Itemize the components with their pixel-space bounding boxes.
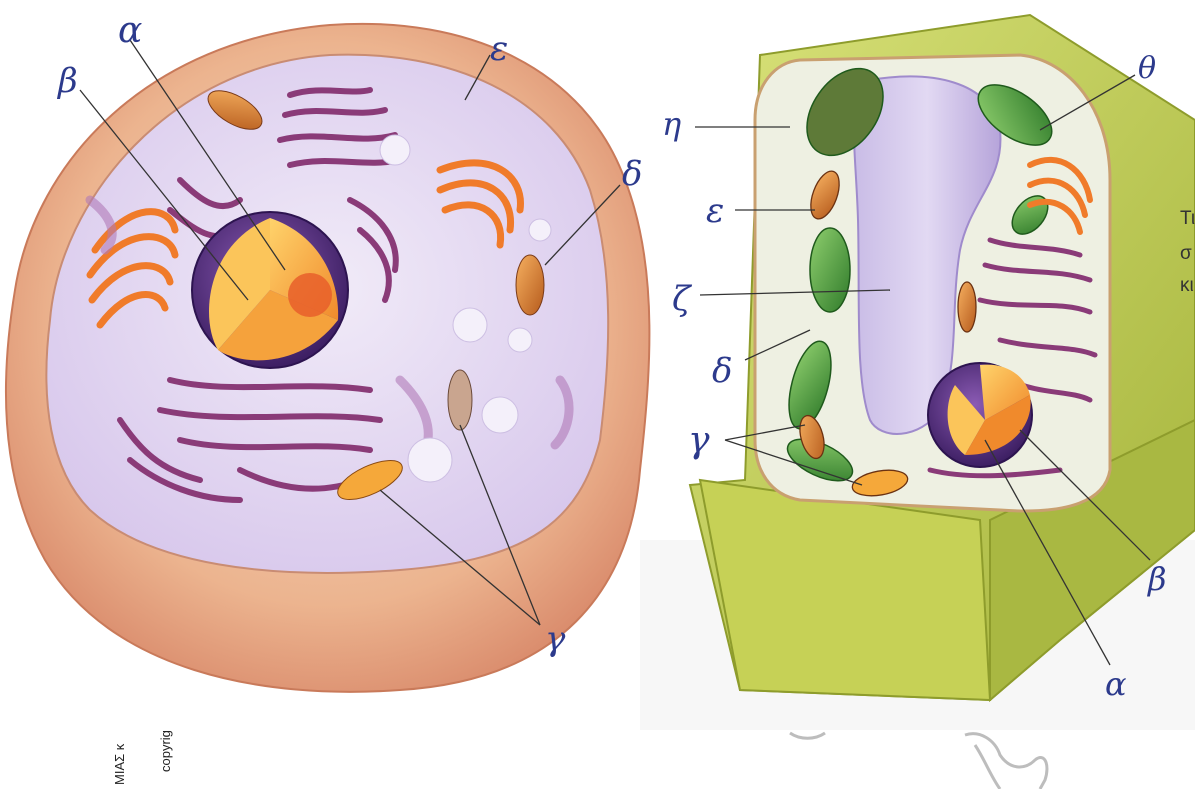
plant-cell: η θ ε ζ δ γ β α: [640, 15, 1195, 730]
plant-nucleus: [928, 363, 1032, 467]
animal-label-beta: β: [56, 61, 78, 101]
plant-label-alpha: α: [1105, 665, 1127, 703]
plant-label-theta: θ: [1138, 51, 1156, 86]
side-text-line1: Τι: [1180, 208, 1195, 230]
plant-label-beta: β: [1147, 560, 1167, 598]
side-text-line3: κι: [1180, 275, 1194, 297]
margin-text-right: copyrig: [158, 730, 173, 772]
plant-label-zeta: ζ: [672, 279, 693, 319]
plant-label-eta: η: [662, 105, 681, 143]
margin-text-left: ΜΙΑΣ κ: [112, 744, 127, 785]
animal-label-delta: δ: [622, 154, 642, 194]
animal-cell: α β ε δ γ: [6, 10, 649, 692]
animal-label-gamma: γ: [545, 619, 566, 659]
plant-label-delta: δ: [712, 351, 732, 391]
plant-label-epsilon: ε: [706, 191, 724, 231]
doodle-outline: [790, 733, 1047, 789]
animal-nucleolus: [288, 273, 332, 317]
animal-label-epsilon: ε: [490, 29, 508, 69]
side-text-line2: σ: [1180, 243, 1192, 265]
animal-nucleus: [192, 212, 348, 368]
animal-label-alpha: α: [118, 10, 142, 51]
plant-label-gamma: γ: [688, 420, 710, 461]
